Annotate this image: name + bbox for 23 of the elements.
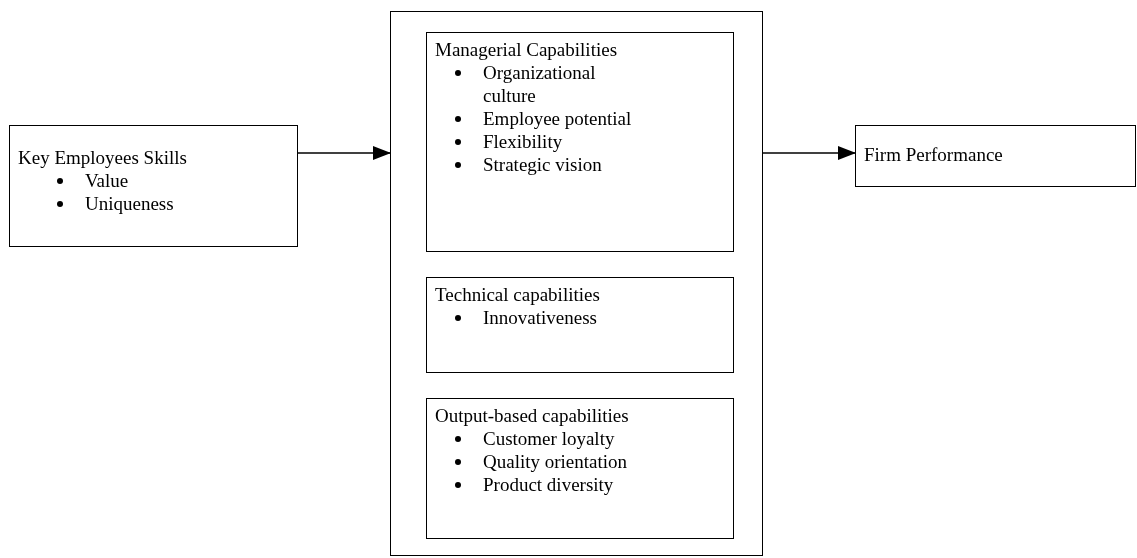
container-box (390, 11, 763, 556)
process-box (9, 125, 298, 247)
bullet-item: Customer loyalty (483, 428, 615, 449)
process-box (855, 125, 1136, 187)
box-heading: Managerial Capabilities (435, 38, 619, 61)
box-heading: Output-based capabilities (435, 404, 630, 427)
box-heading: Firm Performance (864, 143, 1004, 166)
process-box (426, 398, 734, 539)
arrow (297, 146, 391, 160)
bullet-item: Innovativeness (483, 307, 597, 328)
bullet-item: Product diversity (483, 474, 614, 495)
process-box (426, 277, 734, 373)
bullet-item: Strategic vision (483, 154, 602, 175)
process-box (426, 32, 734, 252)
bullet-item: Organizational culture (483, 62, 596, 106)
bullet-item: Flexibility (483, 131, 563, 152)
bullet-item: Value (85, 170, 129, 191)
bullet-item: Uniqueness (85, 193, 174, 214)
box-heading: Technical capabilities (435, 283, 601, 306)
bullet-item: Quality orientation (483, 451, 628, 472)
box-heading: Key Employees Skills (18, 146, 188, 169)
arrow (762, 146, 856, 160)
bullet-item: Employee potential (483, 108, 632, 129)
